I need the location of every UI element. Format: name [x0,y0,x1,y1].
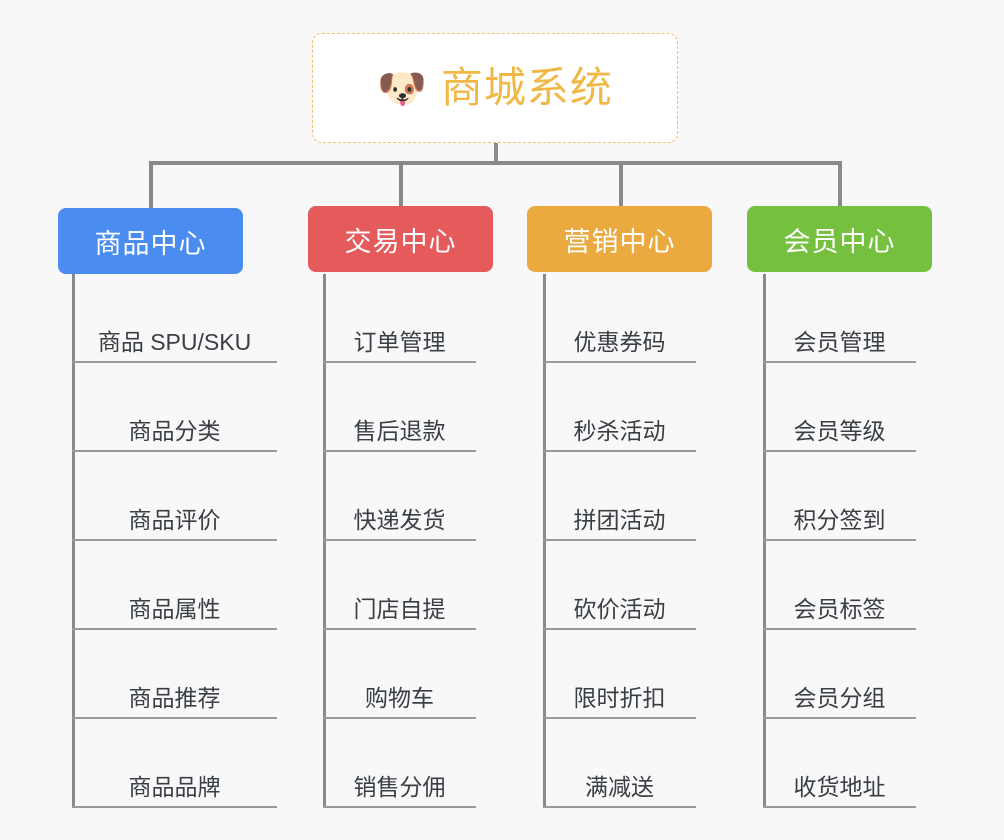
leaf-column-member-center: 会员管理 会员等级 积分签到 会员标签 会员分组 收货地址 [763,274,916,808]
branch-label-marketing-center: 营销中心 [563,226,676,257]
leaf-item[interactable]: 会员分组 [763,630,916,719]
branch-drop-line-3 [619,161,623,208]
leaf-label: 商品评价 [128,506,221,533]
leaf-item[interactable]: 限时折扣 [543,630,696,719]
leaf-label: 拼团活动 [573,506,666,533]
leaf-label: 购物车 [365,684,434,711]
leaf-spine-3 [543,274,546,808]
leaf-item[interactable]: 商品品牌 [72,719,277,808]
branch-label-member-center: 会员中心 [783,226,896,257]
leaf-spine-4 [763,274,766,808]
leaf-item[interactable]: 商品分类 [72,363,277,452]
leaf-column-marketing-center: 优惠券码 秒杀活动 拼团活动 砍价活动 限时折扣 满减送 [543,274,696,808]
leaf-label: 会员标签 [793,595,886,622]
leaf-label: 商品属性 [128,595,221,622]
leaf-item[interactable]: 拼团活动 [543,452,696,541]
leaf-item[interactable]: 快递发货 [323,452,476,541]
leaf-label: 砍价活动 [573,595,666,622]
trunk-vertical-line [494,143,498,164]
leaf-item[interactable]: 优惠券码 [543,274,696,363]
leaf-item[interactable]: 积分签到 [763,452,916,541]
leaf-column-product-center: 商品 SPU/SKU 商品分类 商品评价 商品属性 商品推荐 商品品牌 [72,274,277,808]
leaf-spine-2 [323,274,326,808]
leaf-item[interactable]: 销售分佣 [323,719,476,808]
leaf-label: 商品推荐 [128,684,221,711]
leaf-label: 快递发货 [353,506,446,533]
branch-label-trade-center: 交易中心 [344,226,457,257]
leaf-label: 积分签到 [793,506,886,533]
leaf-label: 会员分组 [793,684,886,711]
leaf-item[interactable]: 商品评价 [72,452,277,541]
leaf-item[interactable]: 购物车 [323,630,476,719]
branch-box-trade-center[interactable]: 交易中心 [308,206,493,272]
leaf-label: 商品分类 [128,417,221,444]
branch-drop-line-4 [838,161,842,208]
leaf-label: 售后退款 [353,417,446,444]
leaf-item[interactable]: 满减送 [543,719,696,808]
root-title: 商城系统 [440,64,613,111]
leaf-item[interactable]: 门店自提 [323,541,476,630]
leaf-item[interactable]: 会员标签 [763,541,916,630]
leaf-label: 收货地址 [793,773,886,800]
leaf-label: 商品 SPU/SKU [97,328,252,355]
branch-drop-line-2 [399,161,403,208]
leaf-item[interactable]: 商品属性 [72,541,277,630]
leaf-item[interactable]: 商品 SPU/SKU [72,274,277,363]
leaf-item[interactable]: 收货地址 [763,719,916,808]
branch-label-product-center: 商品中心 [94,228,207,259]
leaf-label: 销售分佣 [353,773,446,800]
leaf-item[interactable]: 砍价活动 [543,541,696,630]
leaf-label: 会员等级 [793,417,886,444]
branch-box-product-center[interactable]: 商品中心 [58,208,243,274]
leaf-label: 满减送 [585,773,654,800]
leaf-label: 商品品牌 [128,773,221,800]
leaf-column-trade-center: 订单管理 售后退款 快递发货 门店自提 购物车 销售分佣 [323,274,476,808]
leaf-label: 秒杀活动 [573,417,666,444]
leaf-item[interactable]: 秒杀活动 [543,363,696,452]
leaf-label: 限时折扣 [573,684,666,711]
leaf-label: 会员管理 [793,328,886,355]
trunk-horizontal-line [149,161,841,165]
leaf-label: 订单管理 [353,328,446,355]
leaf-item[interactable]: 售后退款 [323,363,476,452]
leaf-spine-1 [72,274,75,808]
leaf-label: 门店自提 [353,595,446,622]
dog-face-icon: 🐶 [377,67,427,111]
branch-box-marketing-center[interactable]: 营销中心 [527,206,712,272]
leaf-item[interactable]: 订单管理 [323,274,476,363]
leaf-item[interactable]: 会员等级 [763,363,916,452]
branch-drop-line-1 [149,161,153,208]
leaf-item[interactable]: 商品推荐 [72,630,277,719]
leaf-item[interactable]: 会员管理 [763,274,916,363]
leaf-label: 优惠券码 [573,328,666,355]
root-node[interactable]: 🐶 商城系统 [312,33,678,143]
branch-box-member-center[interactable]: 会员中心 [747,206,932,272]
